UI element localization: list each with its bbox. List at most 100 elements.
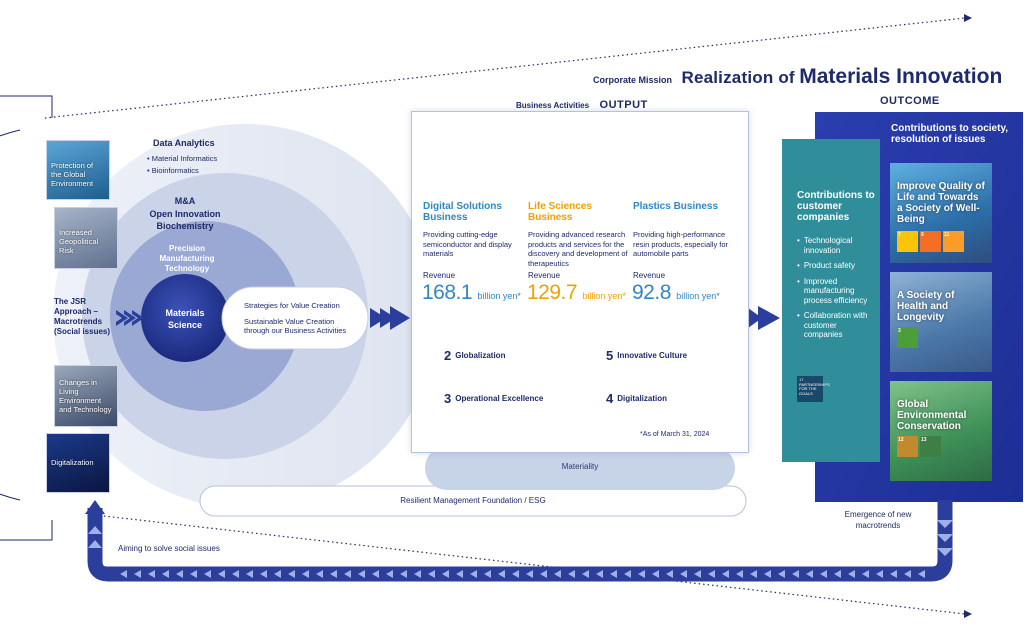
- society-title: Contributions to society, resolution of …: [891, 123, 1009, 145]
- foundation-digitalization: 4 Digitalization: [594, 388, 724, 408]
- sdg-3-icon: 3: [897, 327, 918, 348]
- loop-chevron: [750, 570, 757, 578]
- revenue-label: Revenue: [633, 271, 666, 280]
- car-interior-image: [633, 124, 733, 192]
- aiming-label: Aiming to solve social issues: [118, 544, 220, 553]
- loop-chevron: [302, 570, 309, 578]
- mission-title: Materials Innovation: [799, 65, 1003, 88]
- foundation-num: 3: [444, 390, 452, 406]
- loop-chevron: [484, 570, 491, 578]
- loop-chevron: [260, 570, 267, 578]
- customer-item: •Product safety: [797, 261, 855, 270]
- loop-chevron: [120, 570, 127, 578]
- loop-chevron: [806, 570, 813, 578]
- sdg-9-icon: 9: [920, 231, 941, 252]
- foundation-num: 2: [444, 347, 452, 363]
- foundation-num: 5: [606, 347, 614, 363]
- ring3-label: Precision: [168, 244, 205, 253]
- output-label: OUTPUT: [599, 99, 648, 111]
- business-desc-plastics: Providing high-performance resin product…: [633, 230, 729, 258]
- data-analytics-list: • Material Informatics • Bioinformatics: [147, 153, 217, 177]
- card-quality-of-life: Improve Quality of Life and Towards a So…: [890, 163, 992, 263]
- ring2-label: Biochemistry: [156, 221, 214, 231]
- foundations-heading: 5 Foundations: [574, 314, 654, 334]
- loop-chevron: [568, 570, 575, 578]
- customer-item: •Technological innovation: [797, 236, 853, 255]
- business-desc-digital: Providing cutting-edge semiconductor and…: [423, 230, 512, 258]
- sdg-7-icon: 7: [897, 231, 918, 252]
- loop-chevron: [274, 570, 281, 578]
- loop-chevron: [582, 570, 589, 578]
- lab-image: [528, 124, 628, 192]
- loop-chevron: [218, 570, 225, 578]
- loop-chevron: [680, 570, 687, 578]
- foundation-num: 4: [606, 390, 614, 406]
- output-label-small: Business Activities: [516, 101, 590, 110]
- resilient-label: Resilient Management Foundation / ESG: [400, 496, 546, 505]
- revenue-value: 129.7: [527, 281, 578, 304]
- foundations-count: 5: [574, 314, 584, 333]
- loop-chevron: [862, 570, 869, 578]
- loop-chevron: [414, 570, 421, 578]
- foundation-label: Operational Excellence: [455, 393, 544, 403]
- loop-chevron: [330, 570, 337, 578]
- core-label-line: Science: [167, 320, 203, 330]
- loop-chevron: [190, 570, 197, 578]
- sdg-17-label: 17 PARTNERSHIPS FOR THE GOALS: [799, 377, 830, 396]
- foundations-caption: Framework for constructing a resilient o…: [485, 317, 570, 332]
- core-label-line: Materials: [165, 308, 205, 318]
- materiality-label: Materiality: [561, 462, 599, 471]
- card-title: Global Environmental Conservation: [897, 399, 967, 432]
- foundations-title: Foundations: [587, 320, 654, 332]
- sustainability-label: Sustainability: [553, 369, 606, 378]
- loop-chevron: [610, 570, 617, 578]
- business-title-digital: Digital Solutions Business: [423, 201, 502, 223]
- revenue-value: 168.1: [422, 281, 473, 304]
- loop-chevron: [722, 570, 729, 578]
- foundation-operational-excellence: 3 Operational Excellence: [432, 388, 562, 408]
- tile-label: Protection of the Global Environment: [51, 161, 94, 188]
- customer-item: •Collaboration with customer companies: [797, 311, 868, 339]
- loop-chevron: [176, 570, 183, 578]
- revenue-digital: 168.1 billion yen*: [422, 281, 521, 305]
- loop-chevron: [288, 570, 295, 578]
- loop-chevron: [820, 570, 827, 578]
- ring3-label: Technology: [164, 264, 210, 273]
- data-analytics-title: Data Analytics: [153, 138, 215, 148]
- tile-digitalization: Digitalization: [46, 433, 110, 493]
- loop-chevron: [456, 570, 463, 578]
- loop-chevron: [708, 570, 715, 578]
- loop-chevron: [358, 570, 365, 578]
- corporate-mission: Corporate Mission Realization of Materia…: [593, 65, 1002, 89]
- loop-chevron: [638, 570, 645, 578]
- outcome-label: OUTCOME: [880, 95, 940, 107]
- strategies-text: Strategies for Value Creation Sustainabl…: [244, 301, 356, 336]
- loop-chevron: [162, 570, 169, 578]
- loop-chevron: [148, 570, 155, 578]
- card-title: A Society of Health and Longevity: [897, 290, 955, 323]
- tile-geopolitical-risk: Increased Geopolitical Risk: [54, 207, 118, 269]
- tile-living-environment: Changes in Living Environment and Techno…: [54, 365, 118, 427]
- revenue-label: Revenue: [423, 271, 456, 280]
- customer-title: Contributions to customer companies: [797, 190, 875, 223]
- loop-chevron: [134, 570, 141, 578]
- mission-label: Corporate Mission: [593, 75, 673, 85]
- sdg-13-icon: 13: [920, 436, 941, 457]
- loop-chevron: [764, 570, 771, 578]
- loop-chevron: [512, 570, 519, 578]
- revenue-life-sciences: 129.7 billion yen*: [527, 281, 626, 305]
- loop-chevron: [428, 570, 435, 578]
- customer-list: •Technological innovation •Product safet…: [797, 236, 875, 346]
- revenue-plastics: 92.8 billion yen*: [632, 281, 720, 305]
- loop-chevron: [624, 570, 631, 578]
- loop-chevron: [554, 570, 561, 578]
- tile-label: Digitalization: [51, 458, 94, 467]
- business-title-plastics: Plastics Business: [633, 201, 719, 212]
- strategies-line2: Sustainable Value Creation through our B…: [244, 316, 347, 336]
- emergence-label: Emergence of new macrotrends: [844, 510, 912, 530]
- ring3-label: Manufacturing: [159, 254, 215, 263]
- sdg-11-icon: 11: [943, 231, 964, 252]
- data-analytics-item: • Material Informatics: [147, 154, 218, 163]
